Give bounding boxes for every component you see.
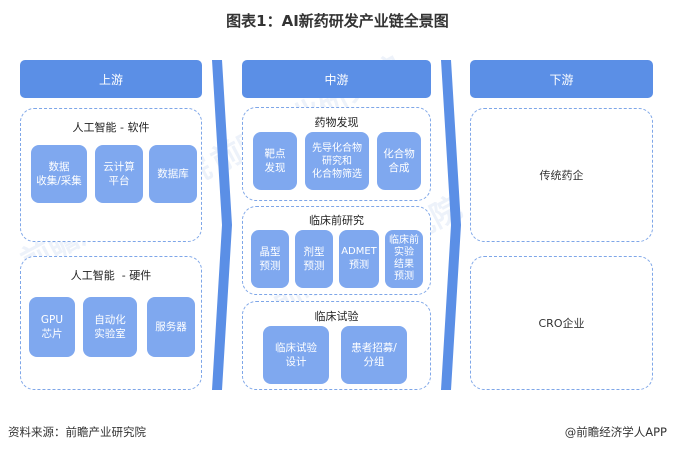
- clinical-trial-title: 临床试验: [314, 310, 359, 323]
- drug-discovery-panel: 药物发现 靶点 发现 先导化合物 研究和 化合物筛选 化合物 合成: [242, 107, 431, 201]
- preclinical-title: 临床前研究: [309, 214, 364, 227]
- traditional-pharma-label: 传统药企: [539, 169, 584, 182]
- downstream-header: 下游: [470, 60, 653, 98]
- card-admet-prediction: ADMET 预测: [339, 230, 379, 288]
- card-server: 服务器: [147, 297, 195, 357]
- downstream-cro-panel: CRO企业: [470, 256, 653, 390]
- drug-discovery-title: 药物发现: [314, 116, 359, 129]
- midstream-header: 中游: [242, 60, 431, 98]
- card-compound-synthesis: 化合物 合成: [377, 132, 421, 190]
- upstream-hardware-panel: 人工智能 - 硬件 GPU 芯片 自动化 实验室 服务器: [20, 256, 202, 390]
- card-automated-lab: 自动化 实验室: [83, 297, 137, 357]
- clinical-trial-panel: 临床试验 临床试验 设计 患者招募/ 分组: [242, 301, 431, 390]
- upstream-header-label: 上游: [98, 72, 123, 87]
- card-dosage-prediction: 剂型 预测: [295, 230, 333, 288]
- card-target-discovery: 靶点 发现: [253, 132, 297, 190]
- upstream-software-panel: 人工智能 - 软件 数据 收集/采集 云计算 平台 数据库: [20, 108, 202, 242]
- downstream-header-label: 下游: [549, 72, 574, 87]
- arrow-band-left: [212, 60, 232, 390]
- card-patient-recruitment: 患者招募/ 分组: [341, 326, 407, 384]
- software-title: 人工智能 - 软件: [72, 121, 150, 134]
- page-title: 图表1：AI新药研发产业链全景图: [226, 12, 449, 30]
- card-gpu-chip: GPU 芯片: [29, 297, 75, 357]
- card-data-collection: 数据 收集/采集: [31, 145, 87, 203]
- upstream-header: 上游: [20, 60, 202, 98]
- card-trial-design: 临床试验 设计: [263, 326, 329, 384]
- card-crystal-prediction: 晶型 预测: [251, 230, 289, 288]
- chevron-right-icon: [441, 60, 461, 390]
- source-note: 资料来源：前瞻产业研究院: [8, 425, 146, 439]
- midstream-header-label: 中游: [324, 72, 349, 87]
- card-database: 数据库: [149, 145, 197, 203]
- card-lead-compound: 先导化合物 研究和 化合物筛选: [305, 132, 369, 190]
- downstream-pharma-panel: 传统药企: [470, 108, 653, 242]
- card-cloud-platform: 云计算 平台: [95, 145, 143, 203]
- preclinical-panel: 临床前研究 晶型 预测 剂型 预测 ADMET 预测 临床前 实验 结果 预测: [242, 206, 431, 295]
- arrow-band-right: [441, 60, 461, 390]
- brand-note: @前瞻经济学人APP: [564, 425, 667, 439]
- hardware-title: 人工智能 - 硬件: [70, 269, 152, 282]
- chevron-right-icon: [212, 60, 232, 390]
- cro-label: CRO企业: [538, 317, 585, 330]
- card-preclinical-result-prediction: 临床前 实验 结果 预测: [385, 230, 423, 288]
